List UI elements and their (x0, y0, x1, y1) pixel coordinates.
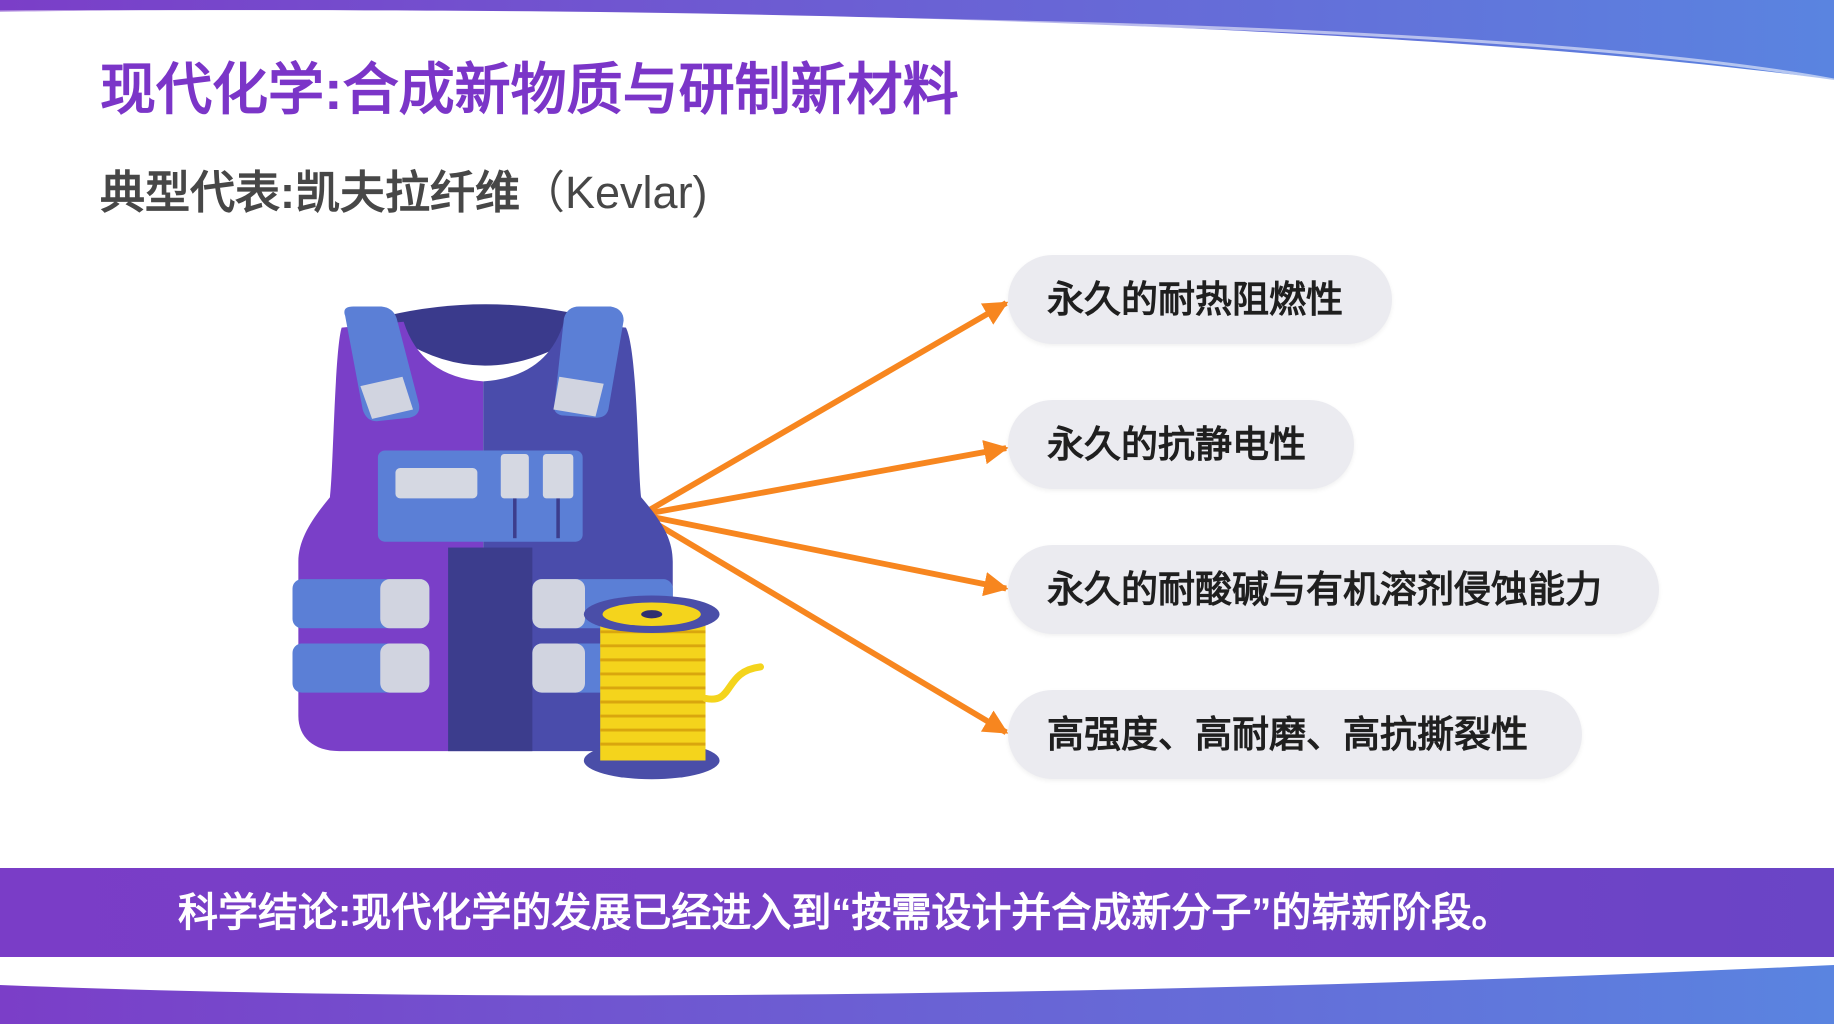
arrow-2 (640, 439, 1009, 518)
thread-spool-icon (583, 595, 765, 780)
vest-left-strap-patch (360, 376, 414, 419)
vest-center-band (448, 547, 533, 752)
property-pill-4: 高强度、高耐磨、高抗撕裂性 (1008, 690, 1582, 779)
vest-side-strap-right-2-cap (532, 643, 586, 693)
vest-side-strap-right-1-cap (532, 579, 586, 629)
top-decor-highlight (0, 10, 1834, 82)
conclusion-banner: 科学结论:现代化学的发展已经进入到“按需设计并合成新分子”的崭新阶段。 (0, 868, 1834, 957)
vest-side-strap-left-2-cap (380, 643, 430, 693)
arrows (639, 300, 1009, 735)
vest-pocket-bar (395, 468, 478, 499)
arrow-1 (639, 300, 1009, 518)
property-pill-3: 永久的耐酸碱与有机溶剂侵蚀能力 (1008, 545, 1659, 634)
vest-pocket-tab-1 (500, 453, 529, 499)
bottom-decor-band (0, 965, 1834, 1024)
subtitle-english: （Kevlar) (520, 167, 708, 218)
vest-right-strap-patch (553, 376, 604, 417)
slide-subtitle: 典型代表:凯夫拉纤维（Kevlar) (100, 170, 708, 215)
property-label-4: 高强度、高耐磨、高抗撕裂性 (1047, 714, 1528, 755)
vest-side-strap-left-1-cap (380, 579, 430, 629)
vest-collar (386, 304, 586, 366)
property-label-1: 永久的耐热阻燃性 (1047, 279, 1343, 320)
property-label-2: 永久的抗静电性 (1047, 424, 1306, 465)
property-pill-1: 永久的耐热阻燃性 (1008, 255, 1392, 344)
spool-center-hole (641, 610, 663, 619)
property-pill-2: 永久的抗静电性 (1008, 400, 1354, 489)
vest-pocket-tab-2 (542, 453, 574, 499)
arrow-3 (640, 511, 1009, 597)
conclusion-text: 科学结论:现代化学的发展已经进入到“按需设计并合成新分子”的崭新阶段。 (178, 890, 1512, 935)
arrow-4 (639, 512, 1009, 735)
property-label-3: 永久的耐酸碱与有机溶剂侵蚀能力 (1047, 569, 1602, 610)
spool-thread-lines (600, 630, 706, 746)
top-decor-band (0, 0, 1834, 80)
spool-thread-tail (702, 663, 765, 703)
slide-title: 现代化学:合成新物质与研制新材料 (100, 58, 959, 121)
subtitle-chinese: 典型代表:凯夫拉纤维 (100, 167, 520, 218)
